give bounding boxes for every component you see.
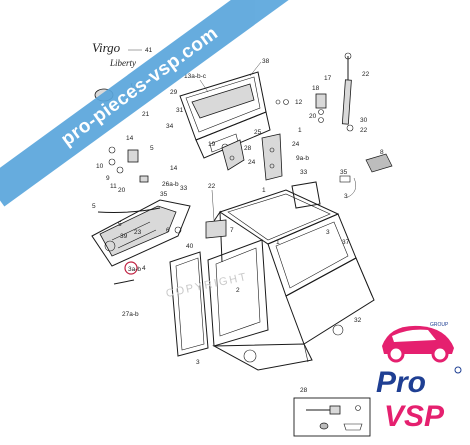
callout-37: 1 (262, 187, 266, 194)
callout-35b: 5 (118, 221, 122, 228)
callout-26ab: 33 (300, 169, 308, 176)
callout-18: 18 (312, 85, 320, 92)
seal-strip-part (113, 279, 135, 285)
callout-34a: 34 (166, 123, 174, 130)
callout-20b: 20 (309, 113, 317, 120)
logo-group-text: GROUP (430, 322, 449, 328)
rear-quarter-panel-part (91, 199, 191, 267)
tailgate-part (179, 71, 271, 159)
logo-car-icon (382, 325, 454, 363)
callout-14b: 22 (208, 183, 216, 190)
callout-1b: 32 (354, 317, 362, 324)
bracket-14-part (205, 219, 227, 239)
callout-14a: 14 (126, 135, 134, 142)
logo-pro-text: Pro (376, 366, 426, 399)
callout-22c: 35 (340, 169, 348, 176)
callout-5a: 5 (150, 145, 154, 152)
callout-3b: 37 (342, 239, 350, 246)
gas-strut-part (341, 52, 354, 132)
callout-6b: 6 (166, 227, 170, 234)
callout-27ab: 3 (326, 229, 330, 236)
callout-22b: 22 (360, 127, 368, 134)
callout-33a: 28 (244, 145, 252, 152)
logo-registered-icon (454, 366, 462, 374)
copyright-watermark: COPYRIGHT (165, 271, 249, 300)
hinge-left-part (221, 139, 245, 171)
callout-25: 1 (298, 127, 302, 134)
callout-17: 17 (324, 75, 332, 82)
callout-13abc: 13a-b-c (184, 73, 207, 80)
callout-23: 7 (230, 227, 234, 234)
rear-door-seal-part (169, 251, 209, 357)
callout-2b: 2 (236, 287, 240, 294)
callout-2a: 24 (248, 159, 256, 166)
callout-21: 21 (142, 111, 150, 118)
callout-10: 10 (96, 163, 104, 170)
left-fasteners-part (108, 146, 149, 183)
callout-41: 41 (145, 47, 153, 54)
callout-1a: 8 (380, 149, 384, 156)
marker-7 (124, 261, 138, 275)
callout-4: 27a-b (122, 311, 139, 318)
callout-20a: 20 (118, 187, 126, 194)
callout-40: 39 (120, 233, 128, 240)
callout-30: 30 (360, 117, 368, 124)
callout-9ab: 14 (170, 165, 178, 172)
callout-3a: 3 (344, 193, 348, 200)
callout-31: 31 (176, 107, 184, 114)
callout-29: 29 (170, 89, 178, 96)
callout-1c: 1 (276, 239, 280, 246)
repair-kit-box (293, 397, 371, 437)
strut-bracket-part (315, 93, 327, 123)
callout-39: 23 (134, 229, 142, 236)
callout-11: 11 (110, 183, 117, 190)
logo-vsp-text: VSP (384, 400, 445, 433)
callout-5b: 35 (160, 191, 168, 198)
callout-33b: 33 (180, 185, 188, 192)
model-script-liberty: Liberty (109, 58, 136, 68)
callout-9: 9 (106, 175, 110, 182)
hinge-right-part (261, 133, 283, 181)
callout-19: 9a-b (296, 155, 309, 162)
seal-35-part (97, 207, 161, 213)
car-body-shell (207, 181, 375, 371)
pro-vsp-logo: GROUP Pro VSP (368, 318, 468, 436)
callout-24a: 25 (254, 129, 262, 136)
callout-7: 3a-b (128, 266, 141, 273)
callout-28a: 19 (208, 141, 216, 148)
callout-3ab: 4 (142, 265, 146, 272)
callout-32: 28 (300, 387, 308, 394)
callout-24b: 24 (292, 141, 300, 148)
callout-3c: 3 (196, 359, 200, 366)
model-script-virgo: Virgo (92, 40, 121, 55)
callout-22a: 22 (362, 71, 370, 78)
callout-38: 38 (262, 58, 270, 65)
callout-35a: 5 (92, 203, 96, 210)
callout-12: 12 (295, 99, 303, 106)
tailgate-lock-part (339, 153, 393, 199)
callout-8: 26a-b (162, 181, 179, 188)
callout-5c: 40 (186, 243, 194, 250)
